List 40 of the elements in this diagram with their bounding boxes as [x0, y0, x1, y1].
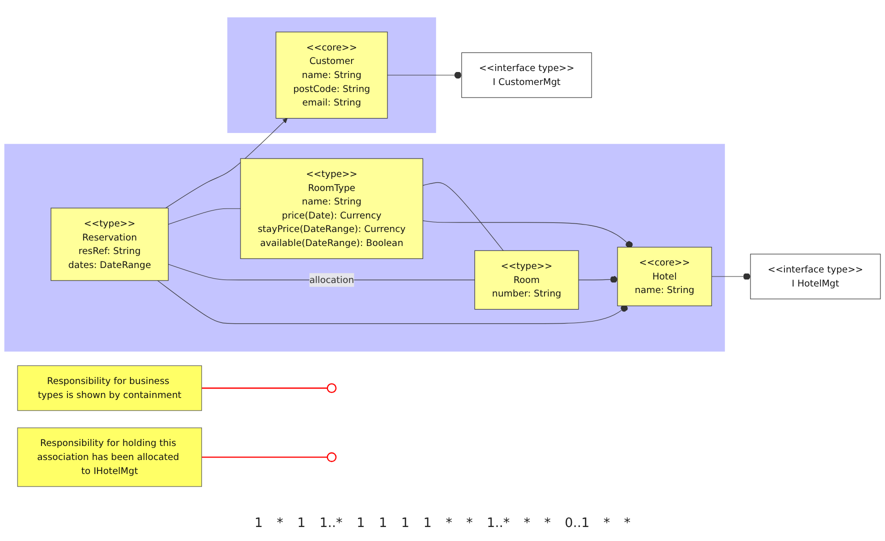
node-box: <<core>> Customer name: String postCode: String email: String — [276, 32, 388, 120]
node-box: <<interface type>> I HotelMgt — [750, 254, 881, 300]
multiplicity-label: * — [624, 516, 631, 530]
cluster — [227, 18, 436, 134]
multiplicity-label: 0..1 — [564, 516, 590, 530]
connector — [422, 182, 504, 252]
multiplicity-label: * — [466, 516, 473, 530]
connector — [387, 72, 462, 80]
connector — [578, 276, 618, 284]
multiplicity-label: 1 — [297, 516, 306, 530]
multiplicity-label: 1 — [254, 516, 263, 530]
node-box: <<type>> RoomType name: String price(Date): Currency stayPrice(DateRange): Currency available(DateRange): Boolean — [240, 158, 424, 260]
node-box: Responsibility for holding this association has been allocated to IHotelMgt — [17, 428, 202, 488]
connector — [202, 388, 328, 390]
node-circle — [326, 384, 337, 394]
node-box: <<type>> Room number: String — [474, 250, 579, 310]
arrow — [165, 118, 288, 209]
connector — [168, 208, 241, 226]
multiplicity-label: * — [524, 516, 530, 530]
multiplicity-label: * — [446, 516, 452, 530]
multiplicity-label: 1 — [423, 516, 432, 530]
multiplicity-label: 1 — [356, 516, 365, 530]
multiplicity-label: 1 — [378, 516, 388, 530]
multiplicity-label: 1 — [401, 516, 410, 530]
edge-label: allocation — [309, 274, 354, 286]
node-box: <<core>> Hotel name: String — [617, 247, 712, 307]
multiplicity-label: 1..* — [486, 516, 510, 530]
multiplicity-label: * — [604, 516, 610, 530]
cluster — [4, 144, 725, 352]
connector — [157, 280, 628, 324]
multiplicity-label: * — [276, 516, 284, 530]
connector — [202, 457, 328, 458]
multiplicity-label: * — [544, 516, 551, 530]
node-box: Responsibility for business types is shown by containment — [17, 366, 202, 412]
connector — [711, 273, 751, 280]
connector — [422, 220, 633, 249]
node-box: <<interface type>> I CustomerMgt — [461, 52, 592, 98]
node-box: <<type>> Reservation resRef: String dates: DateRange — [50, 208, 169, 282]
multiplicity-label: 1..* — [320, 516, 343, 530]
node-circle — [326, 452, 337, 462]
